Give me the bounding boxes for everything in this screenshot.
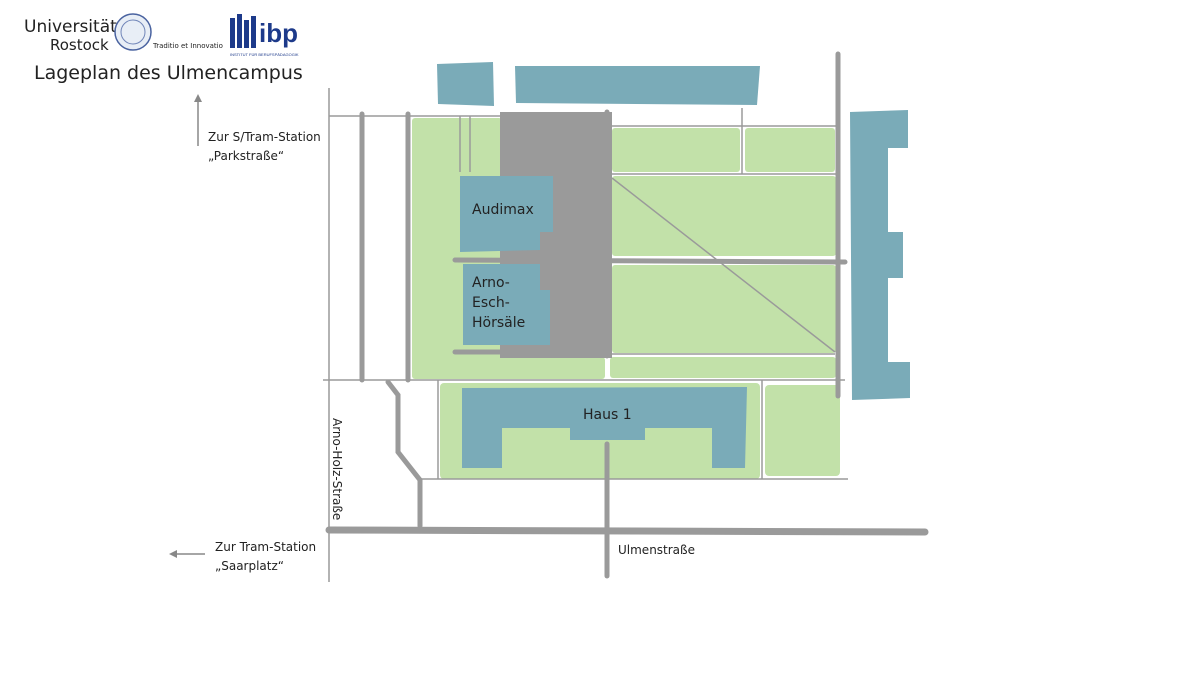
label-arno-esch-2: Esch- <box>472 295 510 311</box>
building-audimax <box>460 176 553 252</box>
logo-text-1: Universität <box>24 17 117 37</box>
label-haus-1: Haus 1 <box>583 407 632 423</box>
footpaths <box>323 88 848 582</box>
university-seal-icon <box>114 13 152 51</box>
logo-motto: Traditio et Innovatio <box>152 42 223 50</box>
building-arno-esch <box>463 264 550 345</box>
ulmenstrasse-road <box>325 526 929 536</box>
direction-west-line1: Zur Tram-Station <box>215 540 316 554</box>
arrow-west-icon <box>169 550 205 558</box>
building-east <box>850 110 910 400</box>
page-title: Lageplan des Ulmencampus <box>34 62 303 84</box>
roads <box>359 51 848 579</box>
label-arno-esch-3: Hörsäle <box>472 315 525 331</box>
building-north-large <box>515 66 760 105</box>
ibp-logo: ibp INSTITUT FÜR BERUFSPÄDAGOGIK <box>230 14 299 57</box>
building-haus-1 <box>462 387 747 468</box>
ibp-subtext: INSTITUT FÜR BERUFSPÄDAGOGIK <box>230 52 299 57</box>
buildings <box>437 62 910 468</box>
direction-west-line2: „Saarplatz“ <box>215 559 284 573</box>
ibp-text: ibp <box>259 18 298 48</box>
university-logo: Universität Rostock Traditio et Innovati… <box>24 13 223 54</box>
direction-north-line1: Zur S/Tram-Station <box>208 130 321 144</box>
label-ulmenstrasse: Ulmenstraße <box>618 543 695 557</box>
logo-text-2: Rostock <box>50 36 109 54</box>
label-arno-esch-1: Arno- <box>472 275 510 291</box>
building-north-small <box>437 62 494 106</box>
label-audimax: Audimax <box>472 202 534 218</box>
arrow-north-icon <box>194 94 202 146</box>
direction-north-line2: „Parkstraße“ <box>208 149 284 163</box>
green-areas <box>412 118 840 479</box>
label-arno-holz-strasse: Arno-Holz-Straße <box>330 418 344 520</box>
